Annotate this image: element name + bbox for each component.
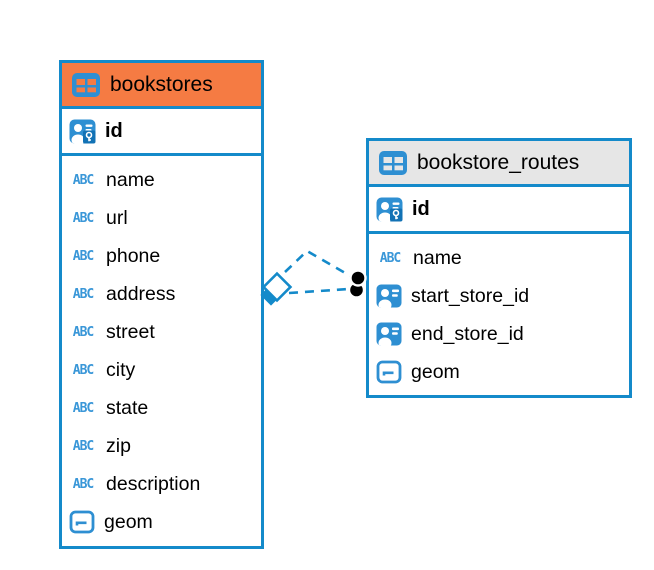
table-header[interactable]: bookstore_routes (369, 141, 629, 187)
column-row[interactable]: ABC street (69, 313, 254, 351)
column-row[interactable]: ABC phone (69, 237, 254, 275)
column-row[interactable]: geom (376, 353, 622, 391)
text-type-icon: ABC (72, 438, 94, 454)
person-icon (376, 284, 402, 308)
column-name: geom (104, 510, 153, 533)
column-row[interactable]: ABC description (69, 465, 254, 503)
column-name: start_store_id (411, 284, 530, 307)
column-name: name (413, 246, 462, 269)
text-type-icon: ABC (72, 400, 94, 416)
table-title: bookstore_routes (417, 150, 580, 174)
column-name: city (106, 358, 136, 381)
circle-end-marker[interactable] (347, 269, 367, 299)
table-icon (379, 150, 407, 175)
person-key-icon (69, 119, 96, 143)
column-row[interactable]: ABC address (69, 275, 254, 313)
text-type-icon: ABC (72, 210, 94, 226)
table-icon (72, 72, 100, 97)
column-row-pk[interactable]: id (62, 109, 261, 156)
column-name: id (105, 119, 123, 142)
column-name: url (106, 206, 128, 229)
column-list: ABC name ABC url ABC phone ABC address A… (62, 156, 261, 541)
column-name: end_store_id (411, 322, 524, 345)
column-row[interactable]: end_store_id (376, 315, 622, 353)
column-row-pk[interactable]: id (369, 187, 629, 234)
column-row[interactable]: ABC url (69, 199, 254, 237)
text-type-icon: ABC (72, 476, 94, 492)
geometry-type-icon (69, 510, 95, 534)
column-row[interactable]: ABC city (69, 351, 254, 389)
column-name: zip (106, 434, 131, 457)
column-row[interactable]: start_store_id (376, 277, 622, 315)
column-name: state (106, 396, 149, 419)
table-title: bookstores (110, 72, 213, 96)
text-type-icon: ABC (72, 362, 94, 378)
table-bookstores[interactable]: bookstores id ABC name ABC url (59, 60, 264, 549)
text-type-icon: ABC (379, 250, 401, 266)
text-type-icon: ABC (72, 248, 94, 264)
geometry-type-icon (376, 360, 402, 384)
column-name: name (106, 168, 155, 191)
column-row[interactable]: ABC name (376, 239, 622, 277)
column-name: id (412, 197, 430, 220)
text-type-icon: ABC (72, 324, 94, 340)
column-name: address (106, 282, 176, 305)
column-name: geom (411, 360, 460, 383)
column-row[interactable]: geom (69, 503, 254, 541)
person-key-icon (376, 197, 403, 221)
column-list: ABC name start_store_id (369, 234, 629, 391)
person-icon (376, 322, 402, 346)
column-row[interactable]: ABC name (69, 161, 254, 199)
column-name: phone (106, 244, 161, 267)
diamond-end-marker[interactable] (260, 271, 293, 306)
text-type-icon: ABC (72, 172, 94, 188)
table-header[interactable]: bookstores (62, 63, 261, 109)
table-bookstore-routes[interactable]: bookstore_routes id ABC name (366, 138, 632, 398)
relationship-edge[interactable] (288, 287, 350, 295)
column-name: street (106, 320, 155, 343)
column-row[interactable]: ABC state (69, 389, 254, 427)
text-type-icon: ABC (72, 286, 94, 302)
column-name: description (106, 472, 201, 495)
relationship-edge[interactable] (284, 249, 353, 279)
column-row[interactable]: ABC zip (69, 427, 254, 465)
